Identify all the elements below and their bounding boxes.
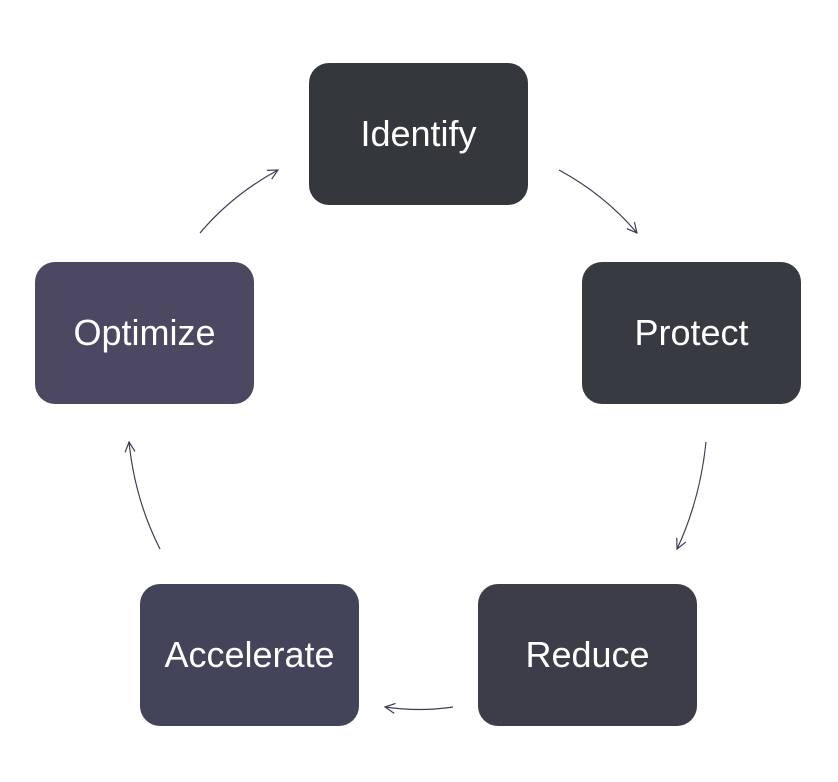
step-optimize: Optimize (35, 262, 254, 404)
arrow-protect-to-reduce (677, 441, 707, 549)
step-protect: Protect (582, 262, 801, 404)
step-identify: Identify (309, 63, 528, 205)
arrow-optimize-to-identify (199, 170, 278, 234)
step-reduce: Reduce (478, 584, 697, 726)
step-accelerate: Accelerate (140, 584, 359, 726)
arrow-accelerate-to-optimize (129, 442, 161, 550)
arrow-reduce-to-accelerate (385, 707, 454, 710)
arrow-identify-to-protect (558, 169, 637, 233)
